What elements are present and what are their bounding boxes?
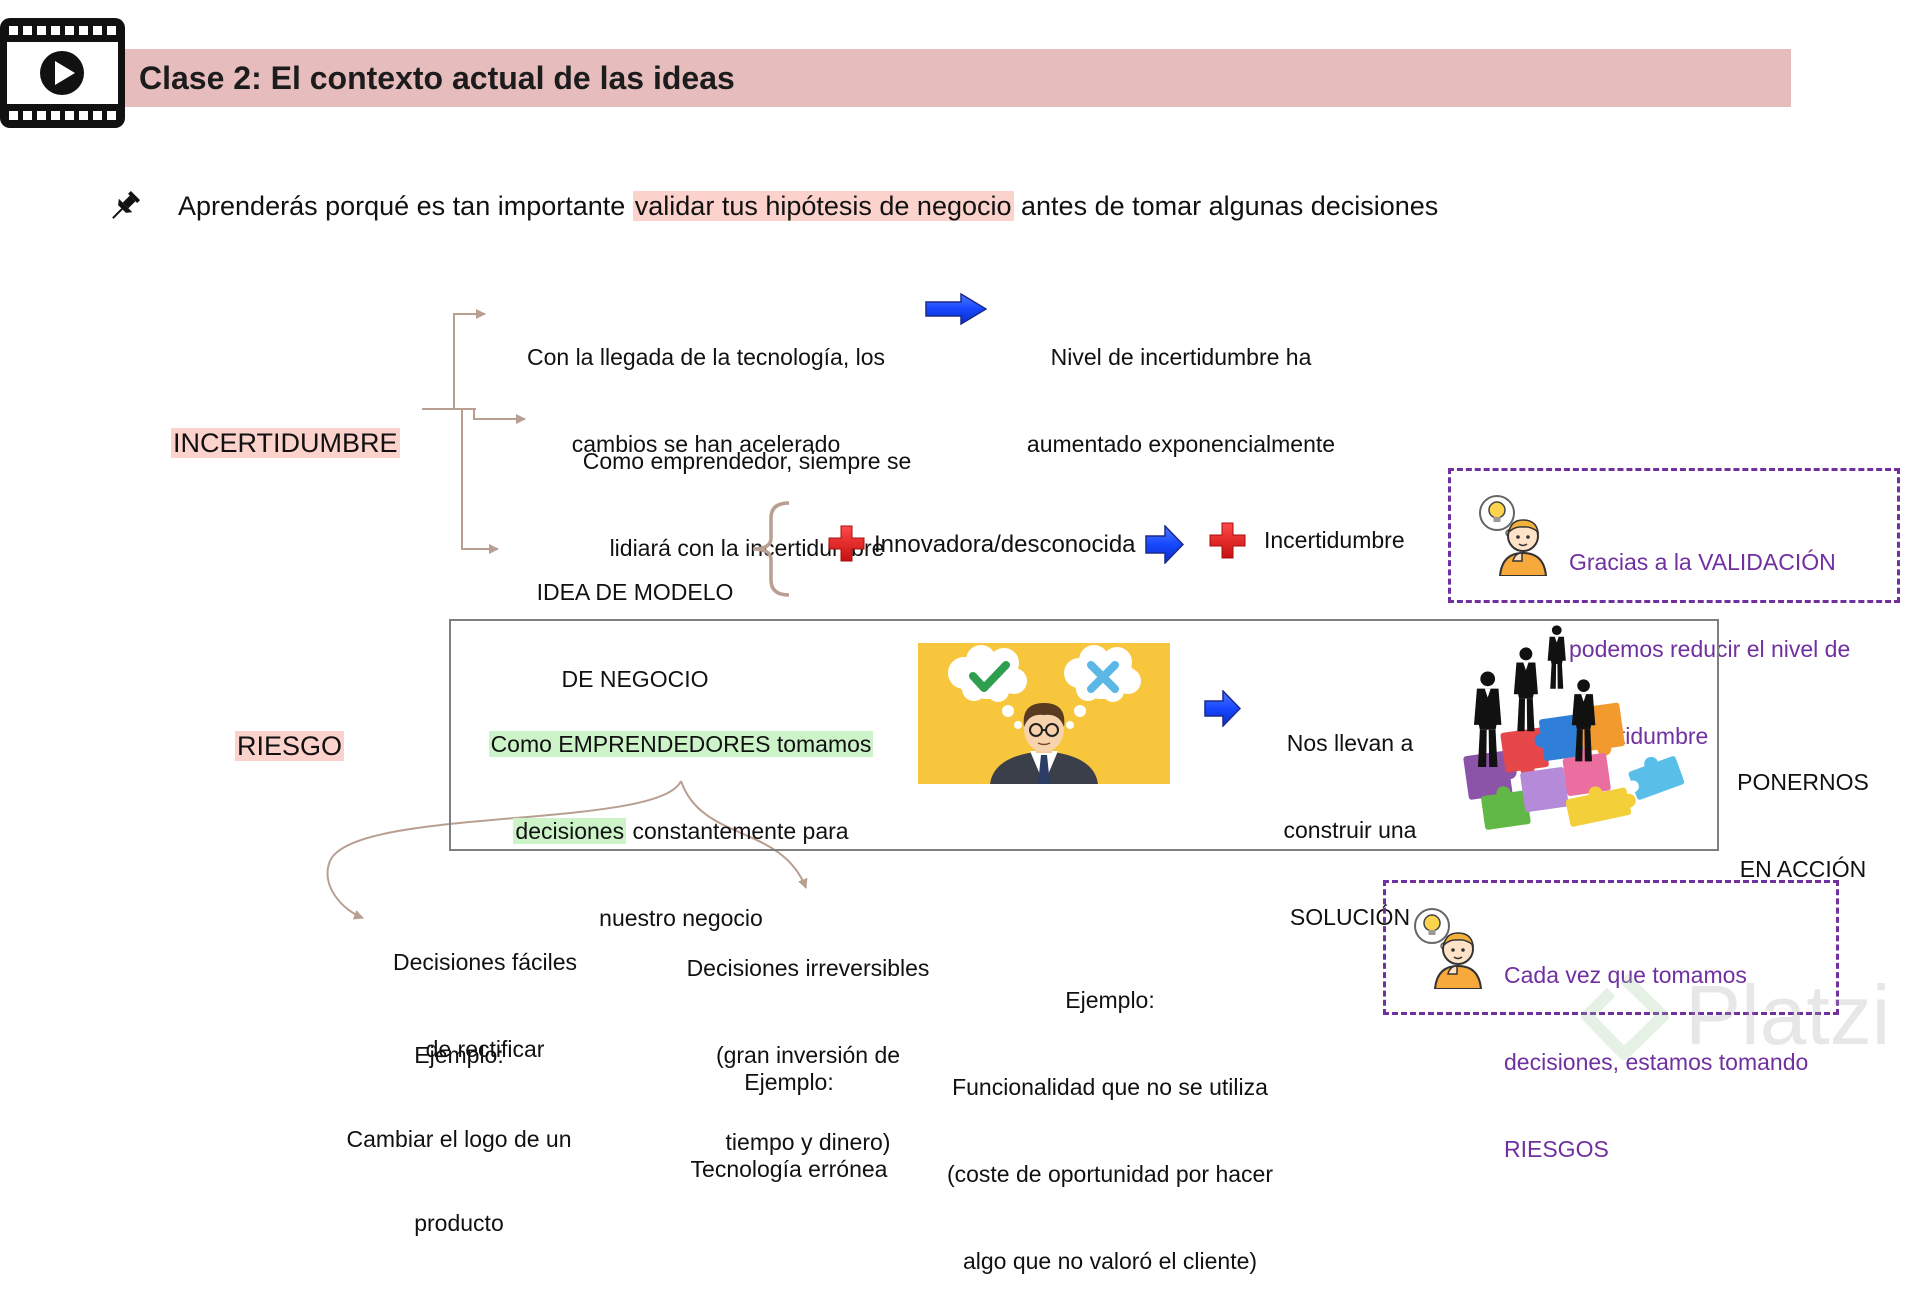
blue-arrow-right-icon bbox=[1145, 525, 1184, 564]
uncertainty-label: INCERTIDUMBRE bbox=[156, 392, 400, 460]
connector-branch-entrepreneur bbox=[473, 409, 526, 424]
curly-brace bbox=[752, 501, 790, 597]
risk-note-line-1: Cada vez que tomamos bbox=[1504, 962, 1747, 988]
irreversible-decisions-example: Ejemplo: Tecnología errónea bbox=[674, 1010, 904, 1213]
validation-note-line-1: Gracias a la VALIDACIÓN bbox=[1569, 549, 1836, 575]
entrepreneur-line-2: lidiará con la incertidumbre bbox=[609, 535, 885, 561]
x-mark-icon bbox=[1087, 661, 1119, 693]
slide-title: Clase 2: El contexto actual de las ideas bbox=[139, 59, 735, 96]
technology-text: Con la llegada de la tecnología, los cam… bbox=[496, 285, 916, 488]
connectors-layer bbox=[326, 309, 808, 920]
easy-decisions-text: Decisiones fáciles de rectificar bbox=[335, 890, 635, 1093]
business-idea-line-2: DE NEGOCIO bbox=[561, 666, 709, 692]
opportunity-line-1: Ejemplo: bbox=[1065, 987, 1155, 1013]
man-figure bbox=[990, 703, 1098, 784]
pushpin-icon bbox=[112, 190, 141, 219]
uncertainty-label-text: INCERTIDUMBRE bbox=[171, 428, 400, 458]
entrepreneur-text: Como emprendedor, siempre se lidiará con… bbox=[517, 389, 977, 592]
red-plus-icon bbox=[828, 525, 865, 562]
risk-note-line-3: RIESGOS bbox=[1504, 1136, 1609, 1162]
puzzle-pieces bbox=[1463, 702, 1625, 830]
blue-arrow-right-icon bbox=[925, 293, 987, 325]
solution-line-1: Nos llevan a bbox=[1286, 730, 1414, 756]
irreversible-line-1: Decisiones irreversibles bbox=[686, 955, 930, 981]
decisions-highlight-2: decisiones bbox=[513, 818, 627, 844]
entrepreneur-line-1: Como emprendedor, siempre se bbox=[582, 448, 912, 474]
technology-line-2: cambios se han acelerado bbox=[571, 431, 841, 457]
decisions-text: Como EMPRENDEDORES tomamos decisiones co… bbox=[461, 672, 901, 962]
thinking-man-image bbox=[918, 643, 1170, 784]
connector-branch-idea bbox=[461, 409, 499, 554]
businessperson-silhouette bbox=[1547, 625, 1566, 689]
idea-person-icon bbox=[1479, 495, 1548, 576]
puzzle-team-image bbox=[1463, 625, 1685, 830]
opportunity-cost-example: Ejemplo: Funcionalidad que no se utiliza… bbox=[935, 928, 1285, 1305]
technology-result-line-1: Nivel de incertidumbre ha bbox=[1050, 344, 1312, 370]
intro-text-start: Aprenderás porqué es tan importante bbox=[178, 191, 633, 221]
business-idea-line-1: IDEA DE MODELO bbox=[536, 579, 734, 605]
idea-person-icon bbox=[1414, 908, 1483, 989]
opportunity-line-2: Funcionalidad que no se utiliza bbox=[952, 1074, 1268, 1100]
irreversible-example-line-2: Tecnología errónea bbox=[690, 1156, 888, 1182]
risk-label-text: RIESGO bbox=[235, 731, 345, 761]
puzzle-piece-light-blue bbox=[1626, 756, 1685, 800]
easy-decisions-line-2: de rectificar bbox=[425, 1036, 545, 1062]
action-text: PONERNOS EN ACCIÓN bbox=[1713, 710, 1893, 913]
intro-text-end: antes de tomar algunas decisiones bbox=[1013, 191, 1439, 221]
decisions-line-2: decisiones constantemente para bbox=[461, 817, 901, 846]
validation-note-line-2: podemos reducir el nivel de bbox=[1569, 636, 1851, 662]
curve-to-easy-decisions bbox=[326, 780, 682, 920]
video-play-icon bbox=[0, 18, 125, 128]
action-line-2: EN ACCIÓN bbox=[1739, 856, 1867, 882]
risk-note-box: Cada vez que tomamos decisiones, estamos… bbox=[1383, 880, 1839, 1162]
business-idea-text: IDEA DE MODELO DE NEGOCIO bbox=[505, 520, 765, 723]
easy-example-line-2: Cambiar el logo de un bbox=[346, 1126, 572, 1152]
check-mark-icon bbox=[969, 661, 1010, 692]
opportunity-line-4: algo que no valoró el cliente) bbox=[962, 1248, 1258, 1274]
risk-label: RIESGO bbox=[220, 695, 345, 763]
decisions-line-3: nuestro negocio bbox=[599, 905, 763, 931]
technology-line-1: Con la llegada de la tecnología, los bbox=[526, 344, 886, 370]
decisions-line-1: Como EMPRENDEDORES tomamos bbox=[461, 730, 901, 759]
curve-to-irreversible-decisions bbox=[680, 780, 808, 889]
technology-result-text: Nivel de incertidumbre ha aumentado expo… bbox=[971, 285, 1391, 488]
risk-note-line-2: decisiones, estamos tomando bbox=[1504, 1049, 1809, 1075]
technology-result-line-2: aumentado exponencialmente bbox=[1026, 431, 1336, 457]
intro-sentence: Aprenderás porqué es tan importante vali… bbox=[178, 189, 1438, 223]
opportunity-line-3: (coste de oportunidad por hacer bbox=[946, 1161, 1274, 1187]
easy-example-line-1: Ejemplo: bbox=[414, 1042, 504, 1068]
innovative-term: Innovadora/desconocida bbox=[874, 531, 1136, 558]
businessperson-silhouette bbox=[1513, 647, 1538, 732]
irreversible-example-line-1: Ejemplo: bbox=[744, 1069, 834, 1095]
solution-line-3: SOLUCIÓN bbox=[1289, 904, 1411, 930]
decisions-box bbox=[449, 619, 1719, 851]
title-bar: Clase 2: El contexto actual de las ideas bbox=[122, 49, 1791, 107]
risk-note-text: Cada vez que tomamos decisiones, estamos… bbox=[1504, 903, 1808, 1222]
validation-note-box: Gracias a la VALIDACIÓN podemos reducir … bbox=[1448, 468, 1900, 749]
decisions-highlight-1: Como EMPRENDEDORES tomamos bbox=[488, 731, 874, 757]
red-plus-icon bbox=[1209, 522, 1246, 559]
uncertainty-term: Incertidumbre bbox=[1264, 527, 1405, 553]
easy-example-line-3: producto bbox=[414, 1210, 504, 1236]
solution-text: Nos llevan a construir una SOLUCIÓN bbox=[1250, 671, 1450, 961]
easy-decisions-line-1: Decisiones fáciles bbox=[392, 949, 578, 975]
intro-highlight: validar tus hipótesis de negocio bbox=[632, 191, 1014, 221]
action-line-1: PONERNOS bbox=[1737, 769, 1869, 795]
connector-branch-technology bbox=[453, 309, 486, 409]
decisions-line-2-rest: constantemente para bbox=[626, 818, 849, 844]
easy-decisions-example: Ejemplo: Cambiar el logo de un producto bbox=[309, 985, 609, 1265]
solution-line-2: construir una bbox=[1283, 817, 1417, 843]
puzzle-piece-yellow bbox=[1565, 786, 1636, 827]
irreversible-line-2: (gran inversión de bbox=[715, 1042, 901, 1068]
blue-arrow-right-icon bbox=[1204, 690, 1241, 727]
